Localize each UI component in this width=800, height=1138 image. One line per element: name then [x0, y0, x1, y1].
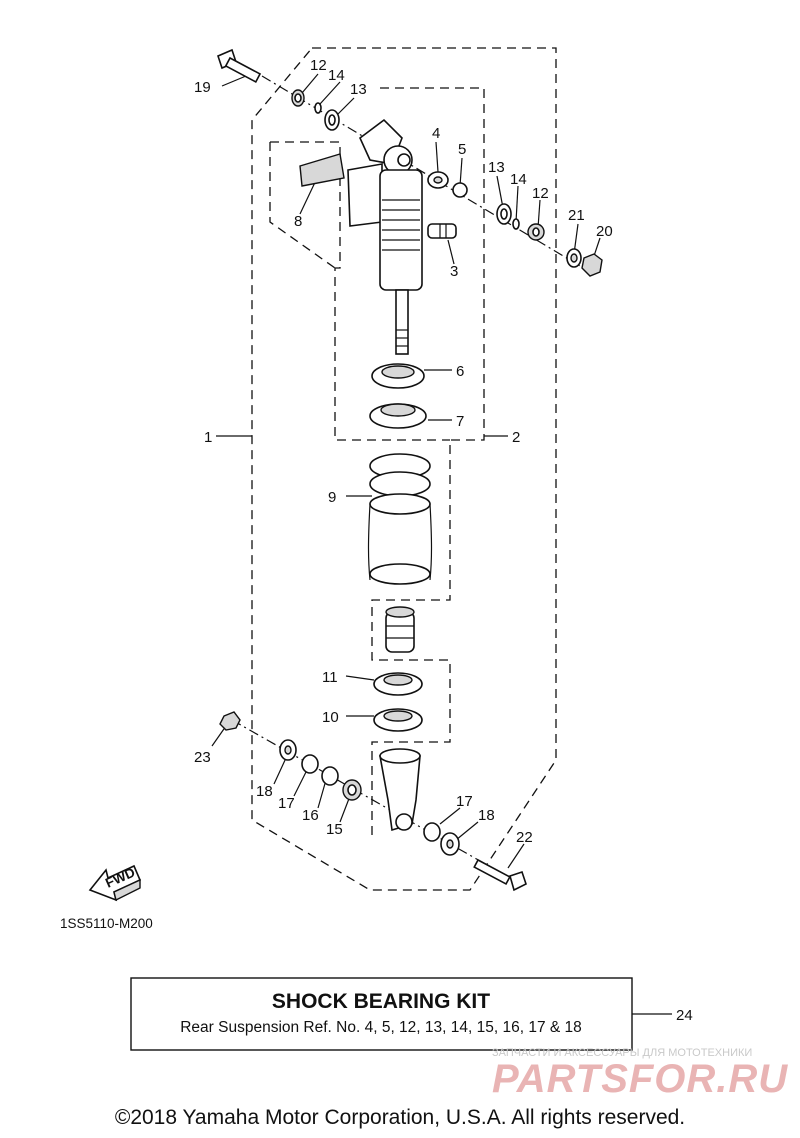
- label-4: 4: [432, 125, 440, 142]
- collar-12-right: [527, 223, 545, 241]
- valve-3: [427, 223, 457, 239]
- label-18-right: 18: [478, 807, 495, 824]
- nut-20: [581, 253, 603, 277]
- kit-title: SHOCK BEARING KIT: [272, 990, 490, 1013]
- circlip-5: [452, 182, 468, 198]
- label-14-right: 14: [510, 171, 527, 188]
- washer-18-left: [279, 739, 297, 761]
- bearing-15: [342, 779, 362, 801]
- lower-clevis: [379, 748, 421, 832]
- watermark-tagline: ЗАПЧАСТИ И АКСЕССУАРЫ ДЛЯ МОТОТЕХНИКИ: [492, 1047, 752, 1059]
- seal-17-right: [423, 822, 441, 842]
- label-5: 5: [458, 141, 466, 158]
- bump-stop: [385, 606, 415, 653]
- label-9: 9: [328, 489, 336, 506]
- label-13-left: 13: [350, 81, 367, 98]
- label-16: 16: [302, 807, 319, 824]
- leader-lines: [211, 73, 672, 1015]
- fwd-arrow-icon: FWD: [88, 864, 142, 902]
- kit-subtitle: Rear Suspension Ref. No. 4, 5, 12, 13, 1…: [180, 1019, 582, 1036]
- label-10: 10: [322, 709, 339, 726]
- spring-9: [367, 453, 433, 585]
- shock-absorber-body: [347, 118, 423, 355]
- label-24: 24: [676, 1007, 693, 1024]
- seal-13-right: [496, 203, 512, 225]
- label-21: 21: [568, 207, 585, 224]
- label-18-left: 18: [256, 783, 273, 800]
- label-12-left: 12: [310, 57, 327, 74]
- label-20: 20: [596, 223, 613, 240]
- oring-14-left: [314, 102, 322, 114]
- label-17-left: 17: [278, 795, 295, 812]
- label-1: 1: [204, 429, 212, 446]
- label-7: 7: [456, 413, 464, 430]
- label-13-right: 13: [488, 159, 505, 176]
- label-12-right: 12: [532, 185, 549, 202]
- oring-14-right: [512, 218, 520, 230]
- label-plate-8: [299, 153, 345, 187]
- shock-bearing-kit-box: SHOCK BEARING KIT Rear Suspension Ref. N…: [130, 977, 633, 1051]
- assembly-outline-upper: [270, 141, 450, 441]
- label-15: 15: [326, 821, 343, 838]
- washer-21: [566, 248, 582, 268]
- label-22: 22: [516, 829, 533, 846]
- part-number-labels: 19 12 14 13 4 5 13 14 12 21 20 8 3 6 7 1…: [194, 57, 693, 1024]
- bushing-4: [427, 171, 449, 189]
- adjuster-7: [369, 403, 427, 429]
- bolt-22: [473, 858, 527, 892]
- label-14-left: 14: [328, 67, 345, 84]
- label-17-right: 17: [456, 793, 473, 810]
- seal-13-left: [324, 109, 340, 131]
- collar-12-left: [291, 89, 305, 107]
- label-11: 11: [322, 669, 338, 686]
- copyright-notice: ©2018 Yamaha Motor Corporation, U.S.A. A…: [115, 1106, 685, 1129]
- label-23: 23: [194, 749, 211, 766]
- locknut-6: [371, 363, 425, 389]
- bolt-19: [217, 48, 262, 83]
- assembly-outline-2: [371, 87, 485, 840]
- label-6: 6: [456, 363, 464, 380]
- washer-18-right: [440, 832, 460, 856]
- assembly-outline-1: [251, 47, 557, 891]
- label-2: 2: [512, 429, 520, 446]
- watermark-brand: PARTSFOR.RU: [492, 1057, 788, 1101]
- fitting-23: [219, 711, 241, 731]
- reference-code: 1SS5110-M200: [60, 916, 153, 931]
- label-3: 3: [450, 263, 458, 280]
- seal-17-left: [301, 754, 319, 774]
- label-8: 8: [294, 213, 302, 230]
- label-19: 19: [194, 79, 211, 96]
- collar-16: [321, 766, 339, 786]
- spring-guide-11: [373, 672, 423, 696]
- assembly-outline-upper-left: [269, 142, 336, 269]
- spring-seat-10: [373, 708, 423, 732]
